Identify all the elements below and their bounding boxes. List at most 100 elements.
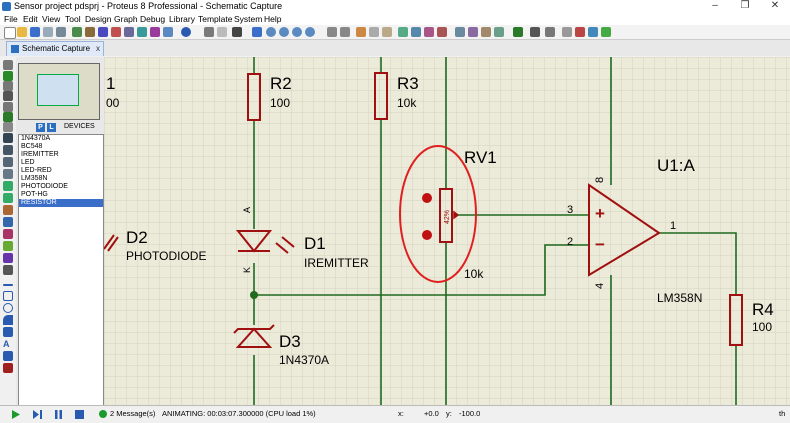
box-tool-icon[interactable] <box>3 291 13 301</box>
line-tool-icon[interactable] <box>3 284 13 286</box>
packaging-tool-icon[interactable] <box>494 27 504 37</box>
tab-schematic-capture[interactable]: Schematic Capture x <box>6 41 104 56</box>
save-icon[interactable] <box>30 27 40 37</box>
menu-file[interactable]: File <box>4 14 18 24</box>
messages-count[interactable]: 2 Message(s) <box>110 409 156 418</box>
block-copy-icon[interactable] <box>398 27 408 37</box>
electrical-rules-check-icon[interactable] <box>601 27 611 37</box>
new-file-icon[interactable] <box>4 27 16 39</box>
text-tool-icon[interactable]: A <box>3 339 10 349</box>
list-item-selected[interactable]: RESISTOR <box>19 199 103 207</box>
device-pin-icon[interactable] <box>3 193 13 203</box>
decompose-icon[interactable] <box>481 27 491 37</box>
schematic-icon[interactable] <box>85 27 95 37</box>
voltage-probe-icon[interactable] <box>3 241 13 251</box>
menu-view[interactable]: View <box>42 14 61 24</box>
virtual-instrument-icon[interactable] <box>3 265 13 275</box>
pick-devices-button[interactable]: P <box>36 123 45 132</box>
r4-body[interactable] <box>729 294 743 346</box>
block-move-icon[interactable] <box>411 27 421 37</box>
tab-close-icon[interactable]: x <box>96 44 100 53</box>
remove-sheet-icon[interactable] <box>575 27 585 37</box>
overview-window[interactable] <box>18 63 100 120</box>
d3-triangle[interactable] <box>235 327 273 348</box>
message-status-icon[interactable] <box>99 410 107 418</box>
zoom-all-icon[interactable] <box>292 27 302 37</box>
paste-icon[interactable] <box>382 27 392 37</box>
component-mode-icon[interactable] <box>3 91 13 101</box>
rotate-cw-icon[interactable] <box>3 60 13 70</box>
rv1-decrease-button[interactable] <box>422 230 432 240</box>
redo-icon[interactable] <box>340 27 350 37</box>
open-folder-icon[interactable] <box>17 27 27 37</box>
schematic-canvas[interactable]: 1 00 R2 100 R3 10k RV1 10k 42% U1:A LM35… <box>104 57 790 405</box>
list-item[interactable]: LED-RED <box>21 167 52 174</box>
u1-triangle[interactable] <box>588 183 661 277</box>
circle-tool-icon[interactable] <box>3 303 13 313</box>
list-item[interactable]: LM358N <box>21 175 48 182</box>
menu-edit[interactable]: Edit <box>23 14 38 24</box>
menu-system[interactable]: System <box>234 14 263 24</box>
wire-autorouter-icon[interactable] <box>513 27 523 37</box>
property-assignment-icon[interactable] <box>545 27 555 37</box>
pick-device-icon[interactable] <box>455 27 465 37</box>
arc-tool-icon[interactable] <box>3 315 13 325</box>
r3-body[interactable] <box>374 72 388 120</box>
overview-viewport[interactable] <box>37 74 79 106</box>
menu-design[interactable]: Design <box>85 14 112 24</box>
list-item[interactable]: 1N4370A <box>21 135 51 142</box>
list-item[interactable]: PHOTODIODE <box>21 183 68 190</box>
grid-toggle-icon[interactable] <box>217 27 227 37</box>
list-item[interactable]: IREMITTER <box>21 151 59 158</box>
selection-mode-icon[interactable] <box>3 71 13 81</box>
menu-debug[interactable]: Debug <box>140 14 166 24</box>
wire-node-to-minus[interactable] <box>254 244 589 296</box>
import-icon[interactable] <box>43 27 53 37</box>
mirror-x-icon[interactable] <box>3 102 13 112</box>
device-list[interactable]: 1N4370A BC548 IREMITTER LED LED-RED LM35… <box>18 134 104 406</box>
path-tool-icon[interactable] <box>3 327 13 337</box>
marker-tool-icon[interactable] <box>3 363 13 373</box>
pause-icon[interactable] <box>54 410 63 419</box>
exit-to-parent-icon[interactable] <box>588 27 598 37</box>
copy-icon[interactable] <box>369 27 379 37</box>
bus-icon[interactable] <box>3 157 13 167</box>
current-probe-icon[interactable] <box>3 253 13 263</box>
wire-out-to-r4[interactable] <box>659 232 737 295</box>
cut-icon[interactable] <box>356 27 366 37</box>
symbol-tool-icon[interactable] <box>3 351 13 361</box>
text-script-icon[interactable] <box>3 145 13 155</box>
close-button[interactable]: ✕ <box>770 0 780 11</box>
menu-tool[interactable]: Tool <box>65 14 81 24</box>
origin-icon[interactable] <box>232 27 242 37</box>
new-sheet-icon[interactable] <box>562 27 572 37</box>
pan-icon[interactable] <box>252 27 262 37</box>
list-item[interactable]: BC548 <box>21 143 43 150</box>
mirror-y-icon[interactable] <box>3 122 13 132</box>
rv1-body[interactable] <box>439 188 453 243</box>
step-icon[interactable] <box>33 410 42 419</box>
export-icon[interactable] <box>56 27 66 37</box>
gerber-icon[interactable] <box>124 27 134 37</box>
zoom-in-icon[interactable] <box>266 27 276 37</box>
block-rotate-icon[interactable] <box>424 27 434 37</box>
menu-help[interactable]: Help <box>264 14 282 24</box>
help-icon[interactable] <box>181 27 191 37</box>
rotate-ccw-icon[interactable] <box>3 81 13 91</box>
play-icon[interactable] <box>11 410 20 419</box>
list-item[interactable]: POT-HG <box>21 191 48 198</box>
menu-library[interactable]: Library <box>169 14 195 24</box>
rv1-increase-button[interactable] <box>422 193 432 203</box>
menu-template[interactable]: Template <box>198 14 233 24</box>
junction-dot-icon[interactable] <box>3 112 13 122</box>
bom-icon[interactable] <box>150 27 160 37</box>
library-manager-button[interactable]: L <box>47 123 56 132</box>
graph-icon[interactable] <box>3 205 13 215</box>
maximize-button[interactable]: ❐ <box>740 0 750 11</box>
zoom-out-icon[interactable] <box>279 27 289 37</box>
source-code-icon[interactable] <box>163 27 173 37</box>
pcb-layout-icon[interactable] <box>98 27 108 37</box>
refresh-icon[interactable] <box>204 27 214 37</box>
search-tag-icon[interactable] <box>530 27 540 37</box>
make-device-icon[interactable] <box>468 27 478 37</box>
